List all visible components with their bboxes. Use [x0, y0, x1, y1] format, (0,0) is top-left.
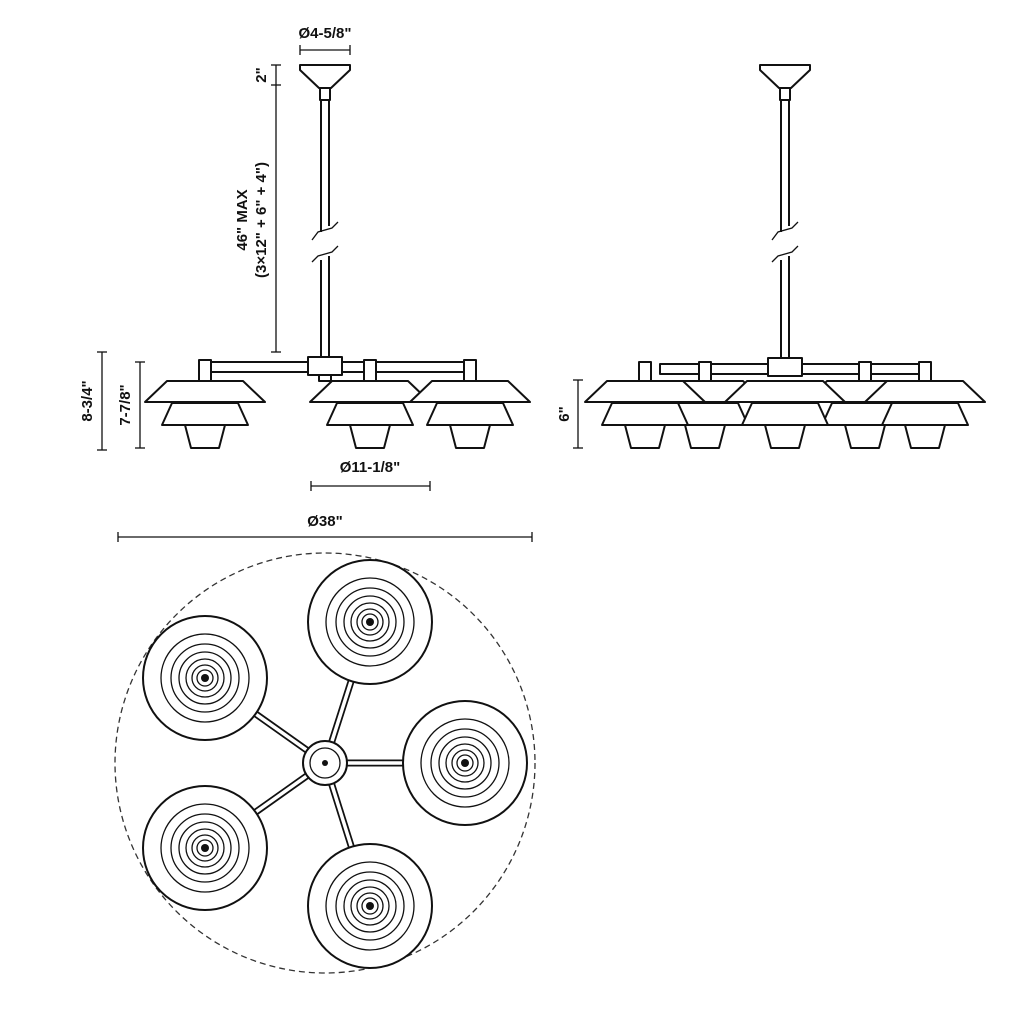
lamp-plan — [142, 615, 268, 741]
side-height-label: 6" — [556, 406, 573, 421]
lamp-shade — [409, 359, 531, 449]
lamp-shade — [144, 359, 266, 449]
overall-diameter-label: Ø38" — [307, 513, 342, 530]
front-elevation — [144, 64, 531, 449]
dimension-labels: Ø4-5/8" 2" 46" MAX (3×12" + 6" + 4") 8-3… — [79, 25, 573, 530]
canopy-diameter-label: Ø4-5/8" — [299, 25, 352, 42]
shades-side — [584, 361, 986, 449]
shade-diameter-label: Ø11-1/8" — [340, 459, 400, 476]
plan-view — [114, 552, 536, 974]
dimension-lines — [97, 45, 583, 542]
side-elevation — [584, 64, 986, 449]
arm — [204, 356, 471, 382]
lamp-shade — [864, 361, 986, 449]
hub — [302, 740, 348, 786]
shades-front — [144, 359, 531, 449]
lamp-plan — [402, 700, 528, 826]
stem-max-label: 46" MAX — [234, 189, 251, 250]
lamp-plan — [142, 785, 268, 911]
lamp-shade — [584, 361, 706, 449]
overall-diameter-circle — [114, 552, 536, 974]
lamp-plan — [307, 843, 433, 969]
stem-breakdown-label: (3×12" + 6" + 4") — [253, 162, 270, 278]
lamp-shade — [309, 359, 431, 449]
lamp-shade — [724, 380, 846, 449]
shade-height-label: 7-7/8" — [117, 384, 134, 425]
overall-height-label: 8-3/4" — [79, 380, 96, 421]
canopy-height-label: 2" — [253, 67, 270, 82]
lamp-plan — [307, 559, 433, 685]
stem-and-canopy — [299, 64, 351, 358]
